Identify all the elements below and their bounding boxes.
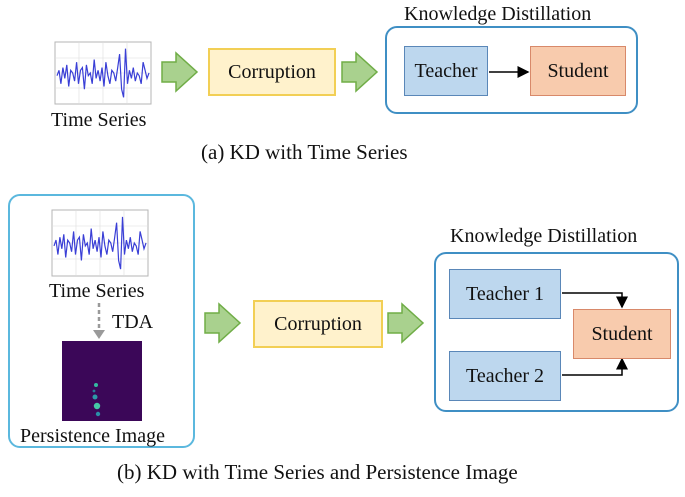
caption-a: (a) KD with Time Series <box>201 140 408 164</box>
kd-frame-a <box>385 26 638 114</box>
kd-title-a: Knowledge Distillation <box>404 3 592 25</box>
caption-b: (b) KD with Time Series and Persistence … <box>117 460 518 484</box>
kd-frame-b <box>434 252 679 412</box>
flow-arrow-a1 <box>161 51 199 93</box>
flow-arrow-b2 <box>387 302 425 344</box>
flow-arrow-a2 <box>341 51 379 93</box>
teacher1-box: Teacher 1 <box>449 269 561 319</box>
distill-arrow-b2 <box>562 357 628 376</box>
corruption-box-b: Corruption <box>253 300 383 348</box>
teacher2-box: Teacher 2 <box>449 351 561 401</box>
persistence-image-label: Persistence Image <box>20 425 165 447</box>
persistence-image <box>62 341 142 421</box>
time-series-label-b: Time Series <box>49 280 145 302</box>
input-frame-b <box>8 194 195 448</box>
tda-label: TDA <box>112 311 154 333</box>
distill-arrow-b1 <box>562 292 628 309</box>
student-box-a: Student <box>530 46 626 96</box>
corruption-box-a: Corruption <box>208 48 336 96</box>
teacher-box-a: Teacher <box>404 46 488 96</box>
time-series-plot-b <box>51 209 149 277</box>
time-series-label-a: Time Series <box>51 109 147 131</box>
time-series-plot-a <box>54 41 152 105</box>
kd-title-b: Knowledge Distillation <box>450 225 638 247</box>
student-box-b: Student <box>573 309 671 359</box>
flow-arrow-b1 <box>204 302 242 344</box>
